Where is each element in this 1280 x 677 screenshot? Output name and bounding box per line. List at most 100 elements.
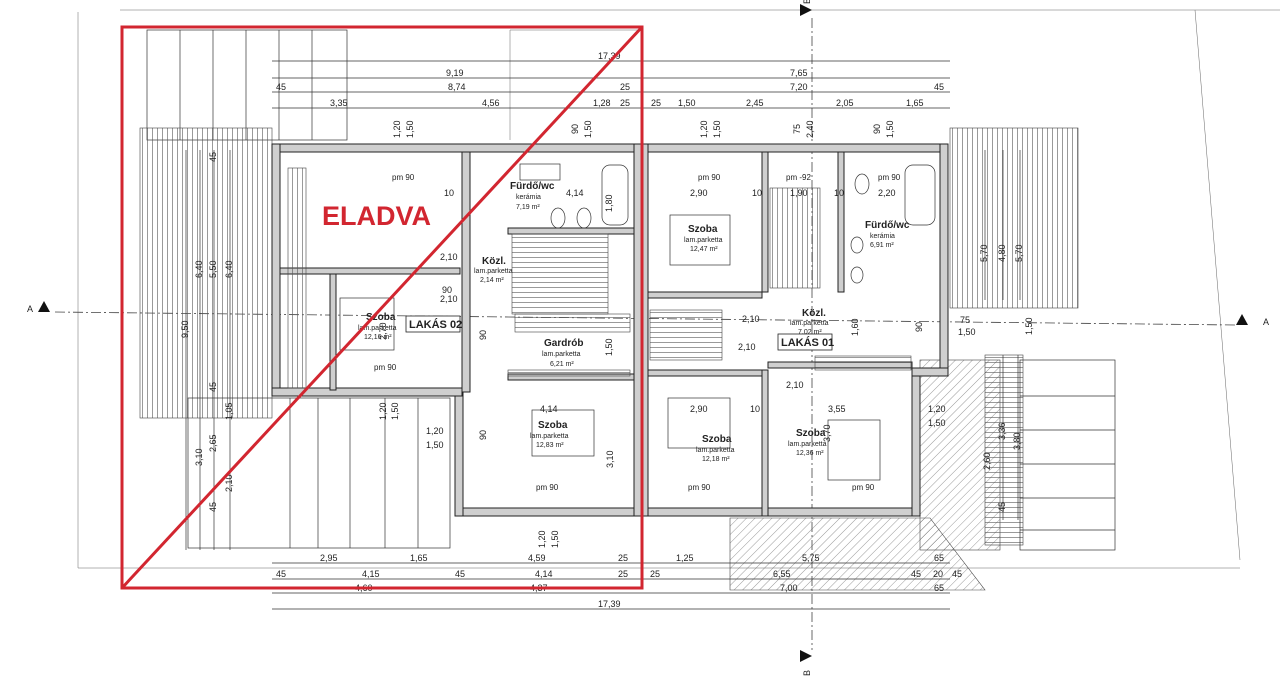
dim-int-290b: 2,90 (690, 404, 708, 414)
floor-height-2: pm 90 (698, 173, 721, 182)
dim-bot-row1-d: 25 (618, 553, 628, 563)
dim-int-210b: 2,10 (440, 294, 458, 304)
room-finish: kerámia (870, 233, 895, 240)
room-name: Közl. (482, 256, 506, 267)
room-area: 12,47 m² (690, 246, 718, 253)
room-area: 12,18 m² (702, 456, 730, 463)
floor-height-8: pm 90 (852, 483, 875, 492)
dim-top-row3-c: 1,28 (593, 98, 611, 108)
dim-bot-row1-e: 1,25 (676, 553, 694, 563)
dim-right-b: 4,80 (997, 244, 1007, 262)
room-finish: lam.parketta (474, 268, 513, 275)
dim-bot-row1-a: 2,95 (320, 553, 338, 563)
dim-int-150c: 1,50 (604, 338, 614, 356)
dim-int-310: 3,10 (605, 450, 615, 468)
dim-right-f: 3,80 (1012, 432, 1022, 450)
dim-top-row3-b: 4,56 (482, 98, 500, 108)
dim-top-row3-g: 2,45 (746, 98, 764, 108)
section-mark-a-left: A (27, 301, 50, 314)
room-finish: lam.parketta (530, 433, 569, 440)
dim-int-414b: 4,14 (540, 404, 558, 414)
dim-right-h: 45 (997, 502, 1007, 512)
dim-int-270: 2,70 (378, 322, 388, 340)
dim-bot-row2-f: 25 (650, 569, 660, 579)
dim-bot-row1-g: 65 (934, 553, 944, 563)
dim-bot-row2-h: 45 (911, 569, 921, 579)
dim-right-a: 5,70 (979, 244, 989, 262)
dim-top-row3-f: 1,50 (678, 98, 696, 108)
room-name: Szoba (366, 312, 396, 323)
dim-int-90a: 90 (442, 285, 452, 295)
dim-int-355: 3,55 (828, 404, 846, 414)
dim-bot-row3-d: 65 (934, 583, 944, 593)
dim-int-win-h2: 1,50 (426, 440, 444, 450)
dim-bot-row1-b: 1,65 (410, 553, 428, 563)
dim-win-top-4h: 2,40 (805, 120, 815, 138)
dim-int-75: 75 (960, 315, 970, 325)
room-fs-lobby: Fürdő/wc kerámia 7,19 m² (510, 181, 555, 211)
room-finish: lam.parketta (790, 320, 829, 327)
room-area: 12,16 m² (364, 334, 392, 341)
room-szoba-left: Szoba lam.parketta 12,16 m² (358, 312, 397, 341)
dim-left-b: 6,40 (194, 260, 204, 278)
dim-win-top-1w: 1,20 (392, 120, 402, 138)
dim-right-e: 3,36 (997, 422, 1007, 440)
dim-win-top-5h: 1,50 (885, 120, 895, 138)
dim-int-win-w: 1,20 (928, 404, 946, 414)
dim-top-total: 17,39 (598, 51, 621, 61)
top-window-marks: 1,20 1,50 90 1,50 1,20 1,50 75 2,40 90 1… (392, 120, 895, 138)
dim-bot-row2-j: 45 (952, 569, 962, 579)
dim-left-j: 45 (208, 502, 218, 512)
dim-left-a: 45 (208, 152, 218, 162)
room-area: 6,21 m² (550, 361, 574, 368)
room-name: Szoba (538, 420, 568, 431)
dim-win-top-5w: 90 (872, 124, 882, 134)
dim-int-414a: 4,14 (566, 188, 584, 198)
section-mark-b-top: B (800, 0, 812, 16)
dim-bot-row2-c: 45 (455, 569, 465, 579)
room-kozl-right: Közl. lam.parketta 7,02 m² (790, 308, 829, 336)
room-area: 7,19 m² (516, 204, 540, 211)
right-dimensions: 5,70 4,80 5,70 1,50 3,36 3,80 2,60 45 (979, 150, 1034, 520)
dim-int-win-h: 1,50 (928, 418, 946, 428)
dim-top-row2-a: 45 (276, 82, 286, 92)
sold-label: ELADVA (322, 201, 431, 231)
room-area: 2,14 m² (480, 277, 504, 284)
dim-bot-row2-a: 45 (276, 569, 286, 579)
room-fs-right: Fürdő/wc kerámia 6,91 m² (865, 220, 910, 249)
dim-win-top-3h: 1,50 (712, 120, 722, 138)
site-boundary (77, 9, 1280, 569)
room-name: Szoba (796, 428, 826, 439)
dim-top-row3-d: 25 (620, 98, 630, 108)
room-finish: lam.parketta (358, 325, 397, 332)
dim-bot-row1-c: 4,59 (528, 553, 546, 563)
dim-win-top-3w: 1,20 (699, 120, 709, 138)
section-mark-a-right: A (1236, 314, 1269, 327)
room-name: Szoba (702, 434, 732, 445)
floor-heights: pm 90 pm 90 pm -92 pm 90 pm 90 pm 90 pm … (374, 173, 901, 492)
dim-top-row3-i: 1,65 (906, 98, 924, 108)
room-finish: lam.parketta (542, 351, 581, 358)
dim-int-10b: 10 (752, 188, 762, 198)
dim-int-210e: 2,10 (786, 380, 804, 390)
sold-overlay: ELADVA (120, 25, 644, 590)
building-walls (271, 143, 949, 517)
room-name: Fürdő/wc (865, 220, 910, 231)
sold-diagonal (120, 25, 644, 590)
dim-right-d: 1,50 (1024, 317, 1034, 335)
section-label-b-bottom: B (802, 670, 812, 676)
dim-int-90d: 90 (914, 322, 924, 332)
dim-top-row3-a: 3,35 (330, 98, 348, 108)
terraces (139, 29, 1116, 591)
dim-int-10a: 10 (444, 188, 454, 198)
dim-left-g: 3,10 (194, 448, 204, 466)
apartment-label-02: LAKÁS 02 (405, 315, 462, 333)
sold-frame (120, 25, 644, 590)
dim-right-c: 5,70 (1014, 244, 1024, 262)
dim-left-f: 45 (208, 382, 218, 392)
dim-bot-total: 17,39 (598, 599, 621, 609)
floor-height-5: pm 90 (374, 363, 397, 372)
room-finish: kerámia (516, 194, 541, 201)
dim-top-row1-left: 9,19 (446, 68, 464, 78)
